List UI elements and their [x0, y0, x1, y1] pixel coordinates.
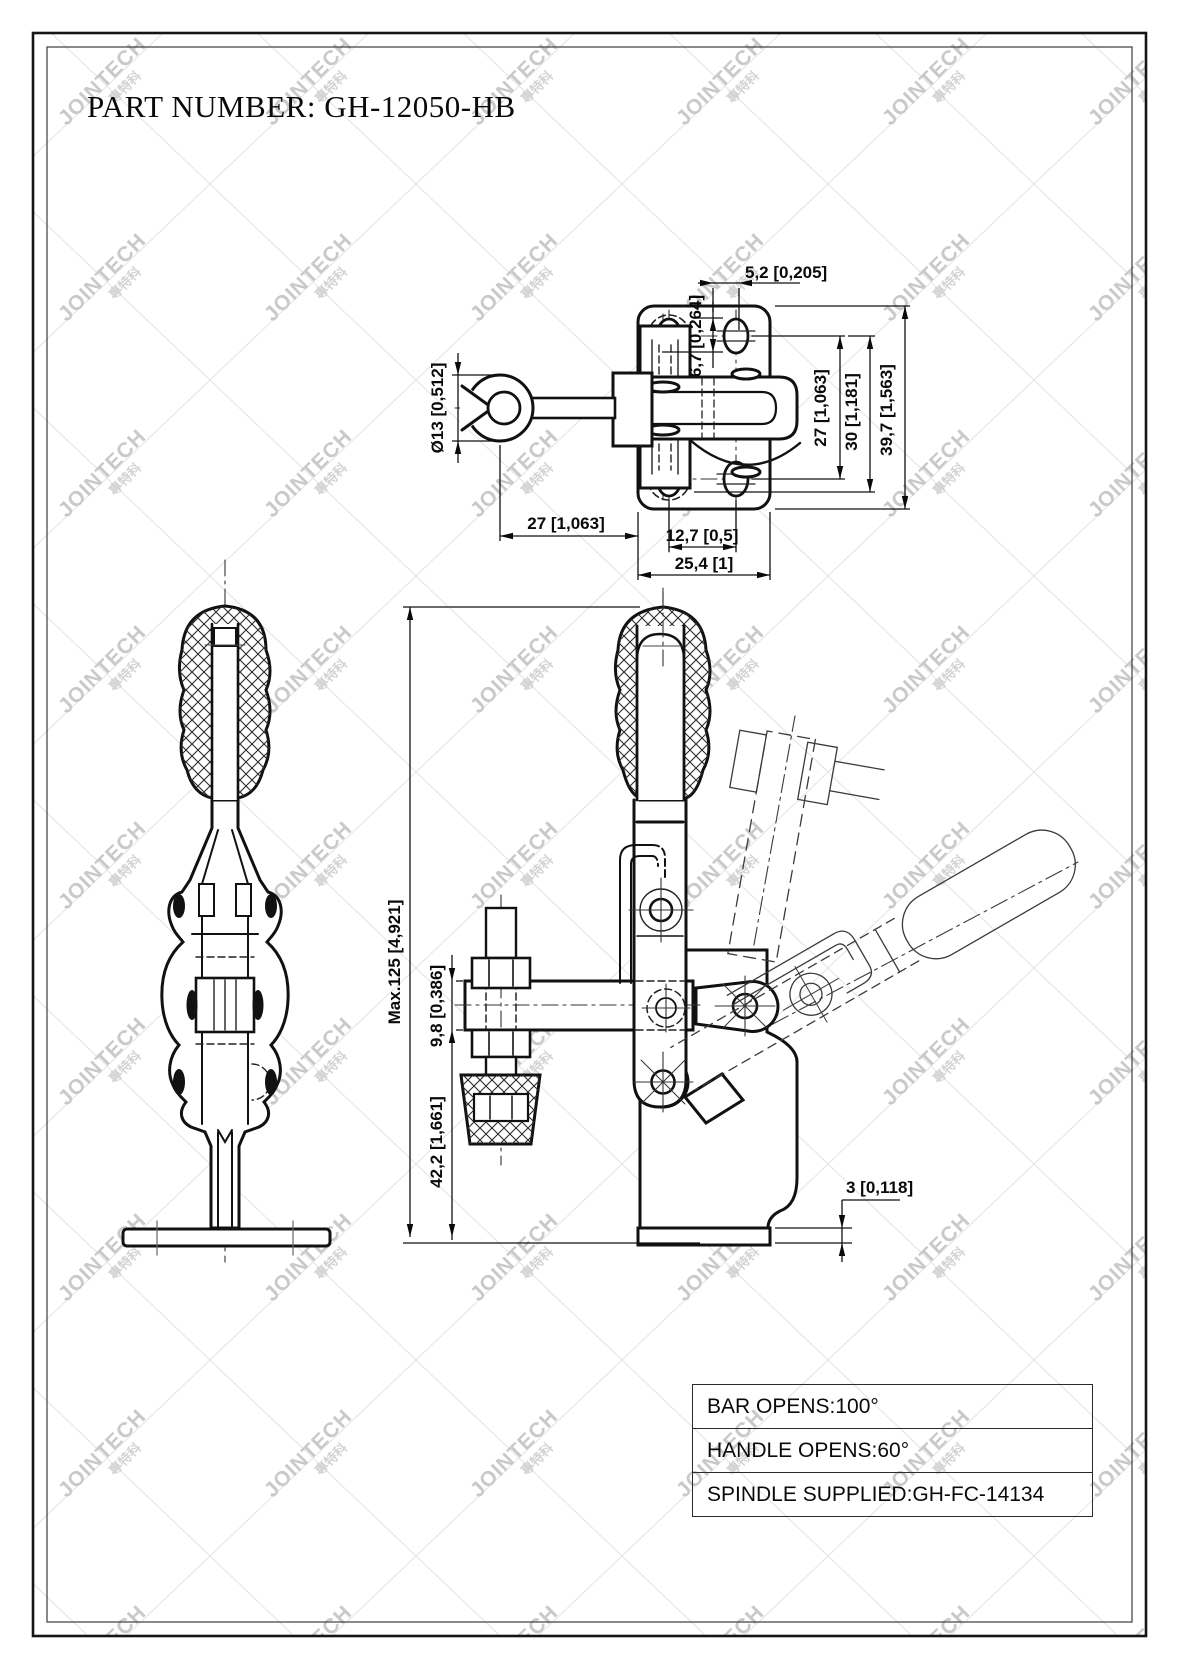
phantom-handle-open: [670, 829, 1076, 1091]
spec-table: BAR OPENS:100° HANDLE OPENS:60° SPINDLE …: [692, 1384, 1093, 1517]
sheet-outer-border: [31, 31, 1148, 1638]
side-view: [121, 559, 332, 1263]
top-view: [454, 304, 802, 553]
dim-hole-offset-y: 6,7 [0,264]: [686, 295, 705, 377]
dim-hole-spacing-x: 12,7 [0,5]: [666, 526, 739, 545]
dim-plate-width: 25,4 [1]: [675, 554, 734, 573]
dim-under-bar-height: 42,2 [1,661]: [427, 1096, 446, 1188]
front-view-dimensions: Max.125 [4,921] 9,8 [0,386] 42,2 [1,661]…: [385, 606, 913, 1262]
dim-plate-height: 39,7 [1,563]: [877, 364, 896, 456]
top-view-dimensions: 5,2 [0,205] 6,7 [0,264] Ø13 [0,512] 27 […: [428, 263, 910, 580]
part-number-title: PART NUMBER: GH-12050-HB: [87, 89, 516, 124]
spec-row-bar-opens: BAR OPENS:100°: [693, 1385, 1092, 1429]
dim-eye-diameter: Ø13 [0,512]: [428, 363, 447, 454]
dim-bar-reach: 27 [1,063]: [527, 514, 605, 533]
dim-hole-offset-x: 5,2 [0,205]: [745, 263, 827, 282]
front-view: [454, 587, 1079, 1247]
sheet-inner-border: [46, 46, 1133, 1623]
phantom-bar-open: [727, 729, 885, 963]
dim-body-height: 30 [1,181]: [842, 373, 861, 451]
dim-hole-spacing-y: 27 [1,063]: [811, 369, 830, 447]
spec-row-handle-opens: HANDLE OPENS:60°: [693, 1429, 1092, 1473]
dim-base-thickness: 3 [0,118]: [846, 1178, 913, 1197]
spec-row-spindle-supplied: SPINDLE SUPPLIED:GH-FC-14134: [707, 1482, 1045, 1506]
dim-max-height: Max.125 [4,921]: [385, 900, 404, 1025]
dim-bar-thickness: 9,8 [0,386]: [427, 965, 446, 1047]
